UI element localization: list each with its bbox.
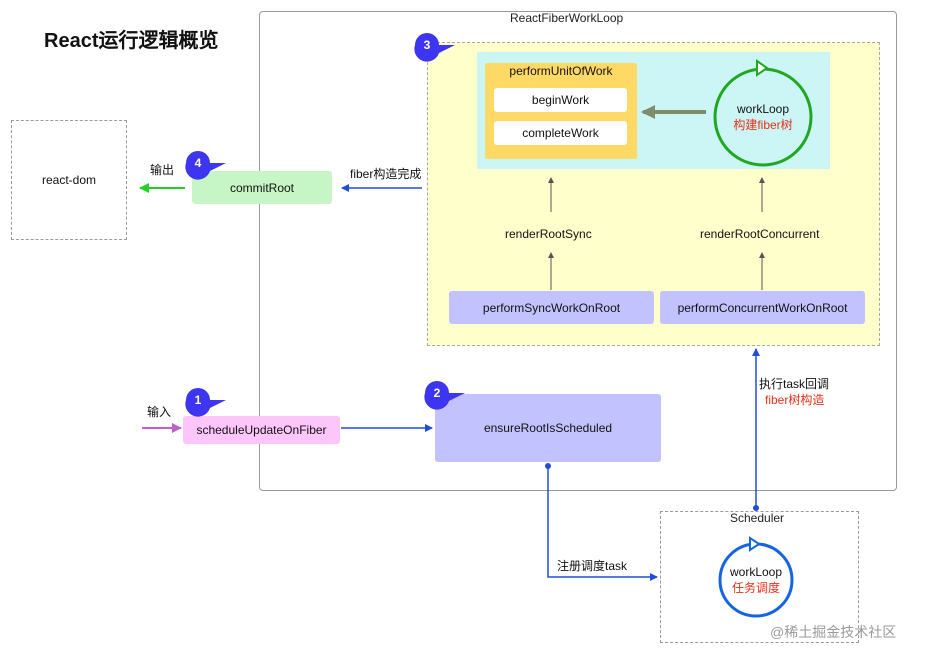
svg-text:2: 2 (434, 386, 441, 400)
scheduler-workloop-ring (718, 542, 794, 618)
schedule-update-node: scheduleUpdateOnFiber (183, 416, 340, 444)
fiber-build-label: fiber树构造 (765, 393, 825, 407)
register-task-arrow (547, 466, 658, 581)
badge-1: 1 (185, 388, 226, 417)
badge-4: 4 (185, 151, 226, 180)
fiber-done-label: fiber构造完成 (350, 167, 422, 181)
perform-concurrent-work-node: performConcurrentWorkOnRoot (660, 291, 865, 324)
fiber-workloop-title: ReactFiberWorkLoop (510, 11, 624, 25)
input-label: 输入 (147, 405, 172, 419)
begin-work-node: beginWork (494, 88, 627, 112)
badge-2: 2 (424, 381, 465, 410)
scheduler-title: Scheduler (730, 511, 785, 525)
complete-work-node: completeWork (494, 121, 627, 145)
fiber-workloop-label: workLoop (736, 102, 790, 116)
render-root-sync-label: renderRootSync (505, 227, 592, 241)
exec-task-label: 执行task回调 (759, 377, 830, 391)
fiber-workloop-arrowhead (756, 59, 769, 77)
svg-text:3: 3 (424, 38, 431, 52)
fiber-workloop-ring (713, 67, 813, 167)
scheduler-workloop-circle: workLoop 任务调度 (720, 544, 792, 616)
fiber-workloop-frame (259, 11, 897, 491)
svg-text:1: 1 (195, 393, 202, 407)
react-dom-box: react-dom (11, 120, 127, 240)
watermark: @稀土掘金技术社区 (770, 624, 897, 640)
ensure-root-node: ensureRootIsScheduled (435, 394, 661, 462)
scheduler-workloop-label: workLoop (729, 565, 783, 579)
commit-root-node: commitRoot (192, 171, 332, 204)
render-root-concurrent-label: renderRootConcurrent (700, 227, 820, 241)
fiber-workloop-sublabel: 构建fiber树 (733, 118, 793, 132)
fiber-workloop-circle: workLoop 构建fiber树 (715, 69, 811, 165)
perform-unit-of-work-label: performUnitOfWork (509, 64, 613, 78)
scheduler-workloop-sublabel: 任务调度 (731, 581, 780, 595)
output-label: 输出 (150, 163, 175, 177)
scheduler-box (660, 511, 859, 643)
perform-sync-work-node: performSyncWorkOnRoot (449, 291, 654, 324)
svg-text:4: 4 (195, 156, 202, 170)
register-task-label: 注册调度task (557, 559, 628, 573)
page-title: React运行逻辑概览 (44, 30, 219, 52)
scheduler-workloop-arrowhead (749, 536, 761, 552)
badge-3: 3 (414, 33, 455, 62)
